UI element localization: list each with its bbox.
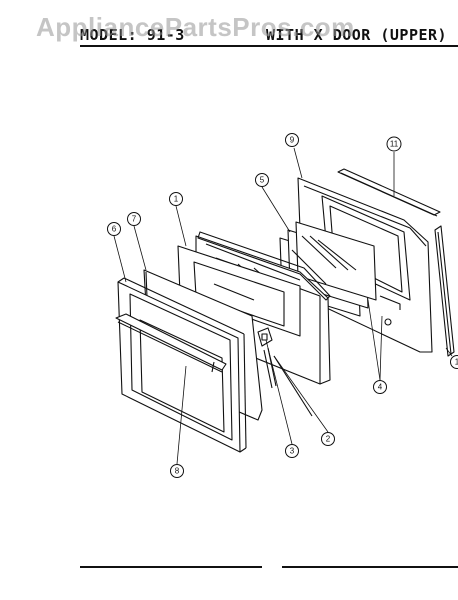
callout-3: 3	[285, 444, 299, 458]
svg-text:8: 8	[175, 467, 180, 476]
part-2-bracket	[257, 327, 313, 417]
callout-4: 6	[107, 222, 121, 236]
insulation-panel	[177, 245, 301, 337]
header-rule	[80, 45, 458, 47]
callout-7: 7	[127, 212, 141, 226]
callout-5: 5	[255, 173, 269, 187]
callout-6: 4	[373, 380, 387, 394]
svg-text:5: 5	[260, 176, 265, 185]
section-label: WITH X DOOR (UPPER)	[266, 26, 448, 44]
svg-text:6: 6	[112, 225, 117, 234]
part-11-top-strip	[337, 168, 441, 217]
footer-rule-left	[80, 566, 262, 568]
callout-11: 11	[386, 136, 402, 152]
svg-text:1: 1	[455, 358, 458, 367]
door-handle	[115, 313, 227, 373]
svg-text:11: 11	[390, 140, 399, 149]
callout-2: 2	[321, 432, 335, 446]
leader-lines	[113, 147, 453, 465]
part-4-outer-door	[117, 277, 247, 453]
svg-text:2: 2	[326, 435, 331, 444]
part-1-side-strip	[434, 225, 455, 357]
callout-edge-1: 1	[450, 355, 458, 369]
callout-8: 8	[170, 464, 184, 478]
svg-text:1: 1	[174, 195, 179, 204]
svg-text:9: 9	[290, 136, 295, 145]
footer-rule-right	[282, 566, 458, 568]
watermark: AppliancePartsPros.com	[36, 12, 355, 42]
svg-text:7: 7	[132, 215, 137, 224]
callout-9: 9	[285, 133, 299, 147]
callout-1: 1	[169, 192, 183, 206]
svg-text:4: 4	[378, 383, 383, 392]
svg-text:3: 3	[290, 447, 295, 456]
model-label: MODEL: 91-3	[80, 26, 185, 44]
